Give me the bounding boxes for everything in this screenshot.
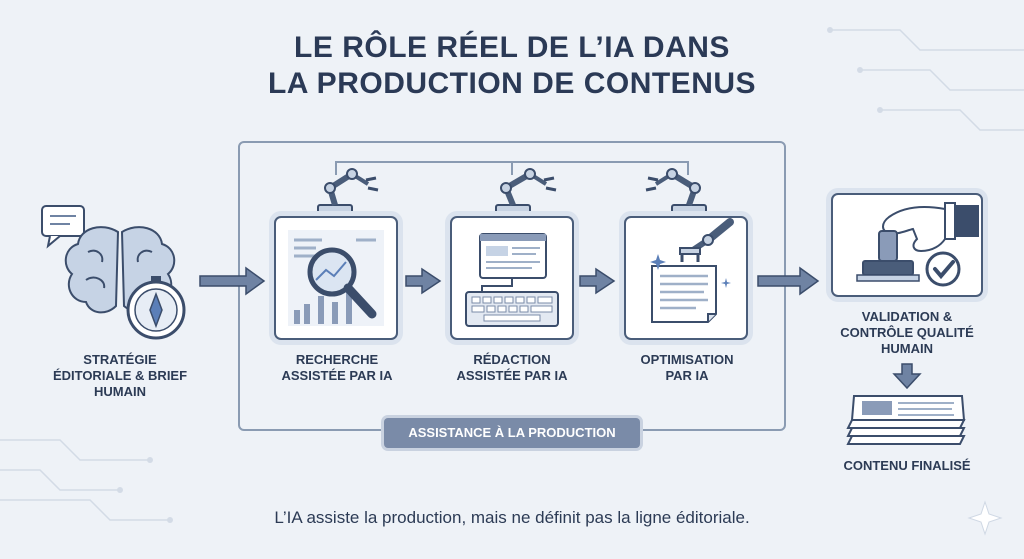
research-card <box>274 216 398 340</box>
stamp-hand-icon <box>856 202 979 287</box>
robot-arm-icon <box>495 168 557 216</box>
arrow-down-icon <box>892 363 922 390</box>
arrow-right-icon <box>405 267 442 295</box>
assistance-badge: ASSISTANCE À LA PRODUCTION <box>384 418 640 448</box>
validation-card <box>831 193 983 297</box>
checkmark-icon <box>925 251 961 287</box>
sparkle-icon <box>650 254 666 270</box>
chat-bubble-icon <box>41 205 85 249</box>
sparkle-icon <box>967 500 1003 536</box>
step-label-final: CONTENU FINALISÉ <box>843 458 971 473</box>
step-label-optimization: OPTIMISATION PAR IA <box>640 352 734 383</box>
writing-card <box>450 216 574 340</box>
step-label-writing: RÉDACTION ASSISTÉE PAR IA <box>456 352 568 383</box>
arrow-right-icon <box>199 266 266 296</box>
robot-arm-icon <box>645 168 707 216</box>
robot-document-icon <box>650 218 734 323</box>
step-label-research: RECHERCHE ASSISTÉE PAR IA <box>281 352 393 383</box>
step-label-validation: VALIDATION & CONTRÔLE QUALITÉ HUMAIN <box>840 309 974 356</box>
robot-arm-icon <box>317 168 379 216</box>
arrow-right-icon <box>757 266 820 296</box>
strategy-illustration <box>41 205 186 340</box>
step-label-strategy: STRATÉGIE ÉDITORIALE & BRIEF HUMAIN <box>52 352 188 399</box>
title-line-2: LA PRODUCTION DE CONTENUS <box>267 67 757 100</box>
compass-icon <box>126 276 186 340</box>
page-title: LE RÔLE RÉEL DE L’IA DANS LA PRODUCTION … <box>0 30 1024 102</box>
arrow-right-icon <box>579 267 616 295</box>
sparkle-icon <box>721 278 731 288</box>
optimization-card <box>624 216 748 340</box>
laptop-keyboard-icon <box>465 233 559 327</box>
title-line-1: LE RÔLE RÉEL DE L’IA DANS <box>294 31 730 64</box>
document-stack-icon <box>846 395 966 445</box>
magnifier-chart-icon <box>288 230 384 326</box>
footer-caption: L’IA assiste la production, mais ne défi… <box>274 508 750 527</box>
